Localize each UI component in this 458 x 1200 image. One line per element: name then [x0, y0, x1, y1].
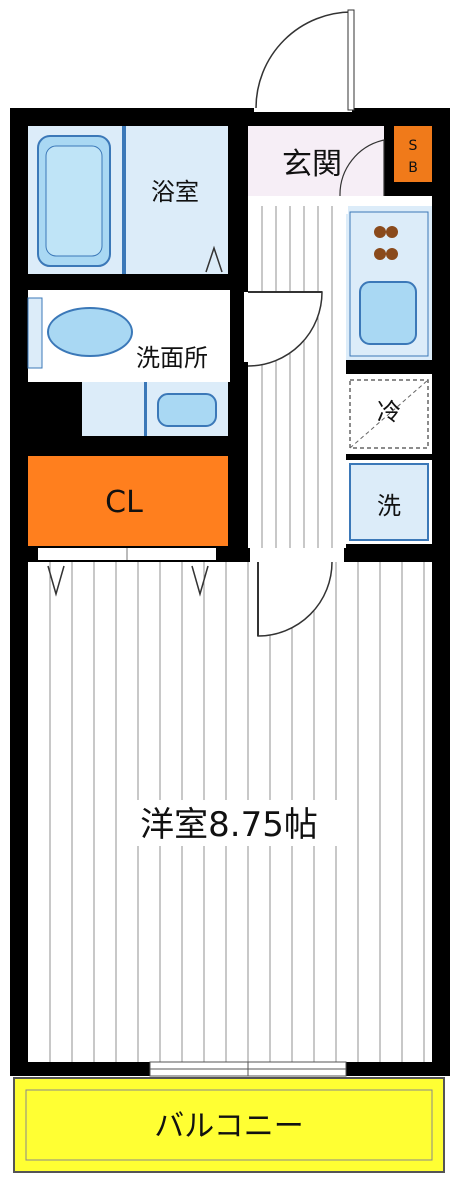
balcony-inner: [25, 1089, 433, 1161]
room-threshold: [250, 548, 344, 562]
hallway-floor-lines: [261, 206, 333, 548]
washroom-label: 洗面所: [136, 344, 208, 372]
entrance-inner-door: [339, 139, 385, 197]
hall-threshold-right: [346, 548, 432, 562]
burner-icon-1: [374, 226, 386, 238]
sb-box: [394, 126, 432, 182]
closet-label: CL: [105, 485, 143, 520]
fridge-diagonal: [349, 379, 429, 449]
bath-divider: [122, 126, 126, 274]
bath-door-mark: [205, 245, 223, 273]
burner-icon-3: [374, 248, 386, 260]
kitchen-hall-opening: [338, 206, 348, 214]
kitchen-sink: [359, 281, 417, 345]
closet-door-mark-left: [47, 565, 65, 597]
hallway: [248, 206, 346, 548]
toilet-icon: [47, 307, 133, 357]
closet: [28, 456, 228, 546]
burner-icon-4: [386, 248, 398, 260]
fridge-label: 冷: [377, 398, 401, 426]
balcony-label: バルコニー: [154, 1109, 303, 1144]
fridge-outline: [349, 379, 429, 449]
washroom-left-strip: [27, 297, 43, 369]
western-room-label-bg: [118, 800, 340, 846]
entrance-step: [248, 196, 432, 206]
vanity-sink: [157, 393, 217, 427]
vanity-divider: [144, 382, 147, 436]
front-door: [254, 9, 355, 112]
sb-label-s: S: [409, 138, 418, 154]
washer-pan: [349, 463, 429, 541]
closet-door-mark-right: [191, 565, 209, 597]
bath-label: 浴室: [151, 178, 199, 206]
western-room-label: 洋室8.75帖: [140, 805, 318, 845]
room-door: [257, 561, 333, 637]
burner-icon-2: [386, 226, 398, 238]
washer-label: 洗: [377, 492, 401, 520]
washroom-door: [244, 291, 323, 367]
entrance-label: 玄関: [282, 147, 342, 182]
sb-label-b: B: [408, 160, 418, 176]
bathtub-inner: [45, 145, 103, 257]
